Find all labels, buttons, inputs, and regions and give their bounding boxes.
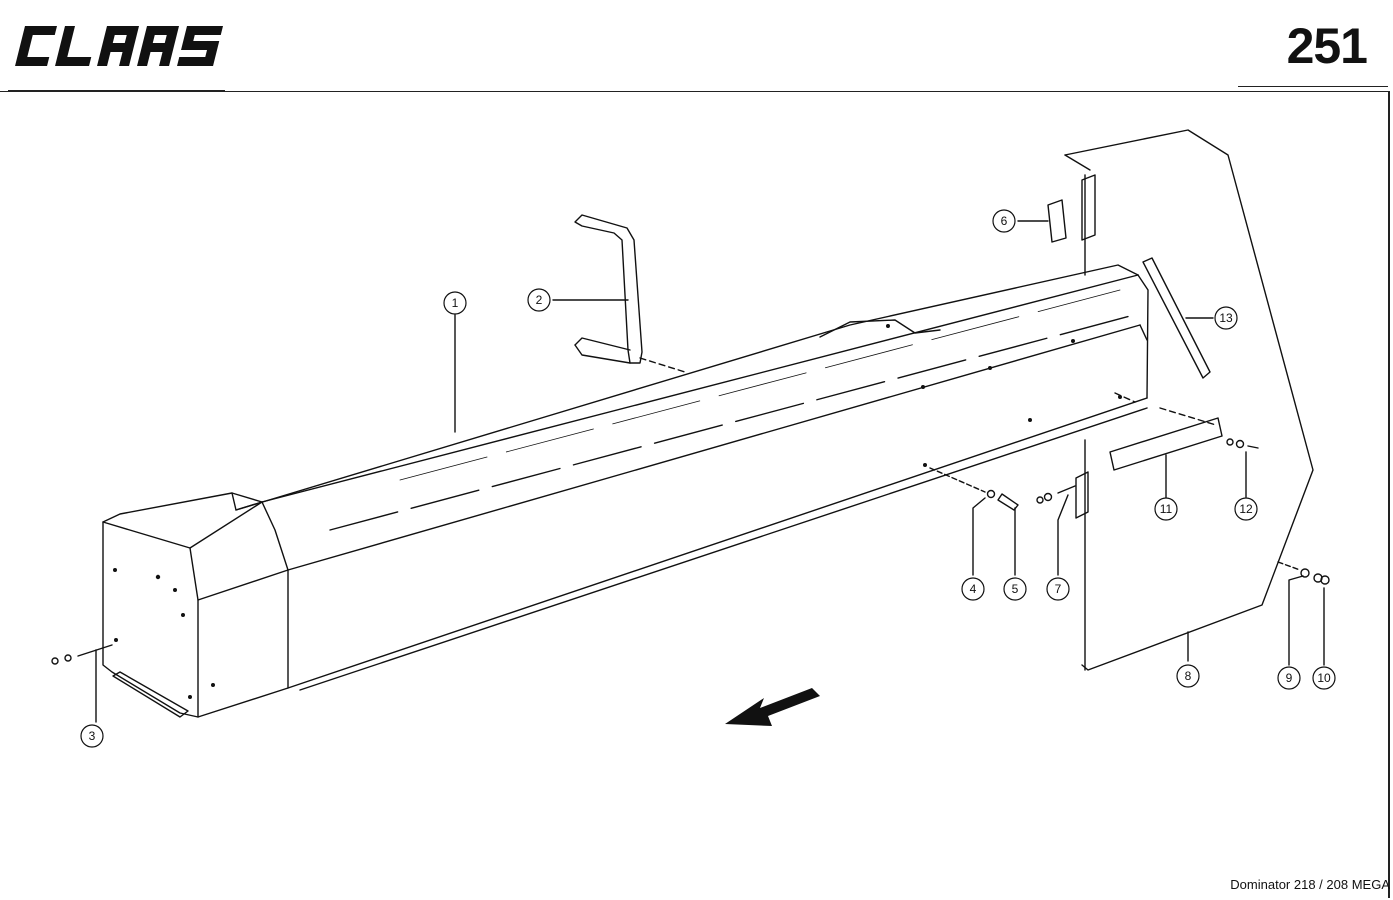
main-tube-part (102, 264, 1149, 718)
callout-label: 9 (1286, 671, 1293, 685)
strap-part (1142, 257, 1211, 379)
diagram-frame (0, 91, 1390, 898)
model-caption: Dominator 218 / 208 MEGA (1230, 877, 1390, 892)
callout-label: 10 (1317, 671, 1331, 685)
page-number: 251 (1286, 18, 1368, 74)
callout-label: 8 (1185, 669, 1192, 683)
claas-logo (15, 26, 224, 66)
callout-label: 11 (1160, 502, 1173, 516)
callout-label: 6 (1001, 214, 1008, 228)
callout-label: 12 (1239, 502, 1253, 516)
callout-1 (443, 291, 467, 315)
callout-label: 3 (89, 729, 96, 743)
callout-9 (1277, 666, 1301, 690)
callout-5 (1003, 577, 1027, 601)
callout-3 (80, 724, 104, 748)
callout-10 (1312, 666, 1336, 690)
plate-part (1109, 417, 1223, 471)
callout-label: 2 (536, 293, 543, 307)
callout-6 (992, 209, 1016, 233)
callout-13 (1214, 306, 1238, 330)
callout-11 (1154, 497, 1178, 521)
hinge-part (1047, 199, 1067, 243)
callout-8 (1176, 664, 1200, 688)
callout-label: 13 (1219, 311, 1233, 325)
callout-7 (1046, 577, 1070, 601)
callout-2 (527, 288, 551, 312)
callout-12 (1234, 497, 1258, 521)
page-number-underline (1238, 86, 1388, 87)
callout-label: 5 (1012, 582, 1019, 596)
bracket-part (574, 214, 686, 373)
side-cover-part (1064, 129, 1314, 671)
callout-label: 4 (970, 582, 977, 596)
logo-underline (8, 90, 225, 91)
callout-label: 7 (1055, 582, 1062, 596)
callout-4 (961, 577, 985, 601)
direction-arrow (725, 688, 820, 726)
callout-label: 1 (452, 296, 459, 310)
